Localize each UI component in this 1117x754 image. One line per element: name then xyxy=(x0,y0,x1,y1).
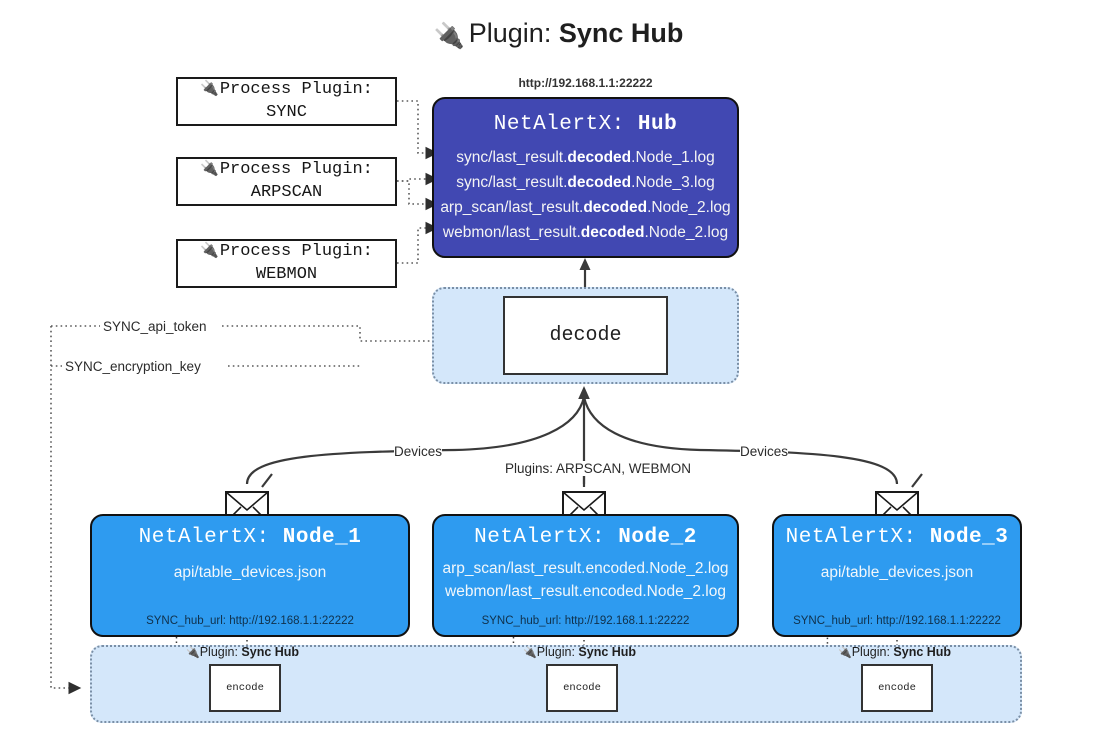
node-1-hub-url: SYNC_hub_url: http://192.168.1.1:22222 xyxy=(146,615,354,627)
node-file-row: api/table_devices.json xyxy=(173,564,327,581)
process-plugin-sync[interactable]: 🔌Process Plugin: SYNC xyxy=(176,77,397,126)
hub-file-row: sync/last_result.decoded.Node_3.log xyxy=(456,174,715,192)
envelope-stems xyxy=(261,473,923,488)
hub-file-row: sync/last_result.decoded.Node_1.log xyxy=(456,149,715,166)
node-3-name: Node_3 xyxy=(929,526,1009,549)
hub-file-list: sync/last_result.decoded.Node_1.log sync… xyxy=(434,145,737,245)
plug-icon: 🔌 xyxy=(433,22,465,50)
node-3-app: NetAlertX: xyxy=(785,526,917,549)
node-1-file-list: api/table_devices.json xyxy=(92,561,408,584)
node-1-title: NetAlertX: Node_1 xyxy=(92,526,408,549)
process-plugin-arpscan-label: 🔌Process Plugin: xyxy=(200,159,373,180)
plugin-to-hub-connectors xyxy=(397,100,439,264)
page-title-name: Sync Hub xyxy=(558,18,684,48)
page-title-prefix: Plugin: xyxy=(468,18,552,48)
sync-token-connectors xyxy=(50,325,498,695)
plug-icon: 🔌 xyxy=(200,159,219,178)
node-2[interactable]: NetAlertX: Node_2 arp_scan/last_result.e… xyxy=(432,514,739,637)
node-3[interactable]: NetAlertX: Node_3 api/table_devices.json… xyxy=(772,514,1022,637)
hub-file-row: arp_scan/last_result.decoded.Node_2.log xyxy=(440,199,731,217)
edge-label-devices-left: Devices xyxy=(394,444,443,459)
process-plugin-webmon-label: 🔌Process Plugin: xyxy=(200,241,373,262)
edge-label-encryption-key: SYNC_encryption_key xyxy=(65,359,201,374)
process-plugin-sync-name: SYNC xyxy=(266,103,307,122)
process-plugin-webmon[interactable]: 🔌Process Plugin: WEBMON xyxy=(176,239,397,288)
process-plugin-arpscan[interactable]: 🔌Process Plugin: ARPSCAN xyxy=(176,157,397,206)
plug-icon: 🔌 xyxy=(200,241,219,260)
edge-label-api-token: SYNC_api_token xyxy=(103,319,207,334)
hub-title: NetAlertX: Hub xyxy=(434,113,737,136)
process-plugin-sync-label: 🔌Process Plugin: xyxy=(200,79,373,100)
decode-box[interactable]: decode xyxy=(503,296,668,375)
node-file-row: webmon/last_result.encoded.Node_2.log xyxy=(445,583,726,601)
hub-name: Hub xyxy=(637,113,678,136)
hub-url-label: http://192.168.1.1:22222 xyxy=(518,76,653,90)
decode-inlet-arrowhead xyxy=(578,386,590,399)
node-1[interactable]: NetAlertX: Node_1 api/table_devices.json… xyxy=(90,514,410,637)
encode-box-1[interactable]: encode xyxy=(209,664,281,712)
edge-label-devices-right: Devices xyxy=(740,444,789,459)
node-2-file-list: arp_scan/last_result.encoded.Node_2.log … xyxy=(434,557,737,604)
node-3-file-list: api/table_devices.json xyxy=(774,561,1020,584)
process-plugin-arpscan-name: ARPSCAN xyxy=(250,183,323,202)
hub-app-name: NetAlertX: xyxy=(493,113,625,136)
hub-file-row: webmon/last_result.decoded.Node_2.log xyxy=(442,224,729,242)
node-file-row: api/table_devices.json xyxy=(820,564,974,581)
node-2-app: NetAlertX: xyxy=(474,526,606,549)
node-1-name: Node_1 xyxy=(282,526,362,549)
node-2-name: Node_2 xyxy=(618,526,697,549)
plug-icon: 🔌 xyxy=(523,646,537,659)
process-plugin-webmon-name: WEBMON xyxy=(255,265,318,284)
encode-box-2[interactable]: encode xyxy=(546,664,618,712)
encode-1-plugin-label: 🔌Plugin: Sync Hub xyxy=(186,645,300,659)
hub-node[interactable]: NetAlertX: Hub sync/last_result.decoded.… xyxy=(432,97,739,258)
encode-3-plugin-label: 🔌Plugin: Sync Hub xyxy=(838,645,952,659)
plug-icon: 🔌 xyxy=(200,79,219,98)
edge-label-plugins: Plugins: ARPSCAN, WEBMON xyxy=(505,461,692,476)
node-1-app: NetAlertX: xyxy=(138,526,270,549)
encode-2-plugin-label: 🔌Plugin: Sync Hub xyxy=(523,645,637,659)
node-2-title: NetAlertX: Node_2 xyxy=(434,526,737,549)
plug-icon: 🔌 xyxy=(186,646,200,659)
page-title: 🔌Plugin: Sync Hub xyxy=(0,18,1117,51)
node-2-hub-url: SYNC_hub_url: http://192.168.1.1:22222 xyxy=(481,615,690,627)
decode-to-hub-arrow xyxy=(579,258,591,287)
plug-icon: 🔌 xyxy=(838,646,852,659)
node-3-hub-url: SYNC_hub_url: http://192.168.1.1:22222 xyxy=(793,615,1001,627)
encode-box-3[interactable]: encode xyxy=(861,664,933,712)
node-3-title: NetAlertX: Node_3 xyxy=(774,526,1020,549)
node-file-row: arp_scan/last_result.encoded.Node_2.log xyxy=(442,560,729,577)
